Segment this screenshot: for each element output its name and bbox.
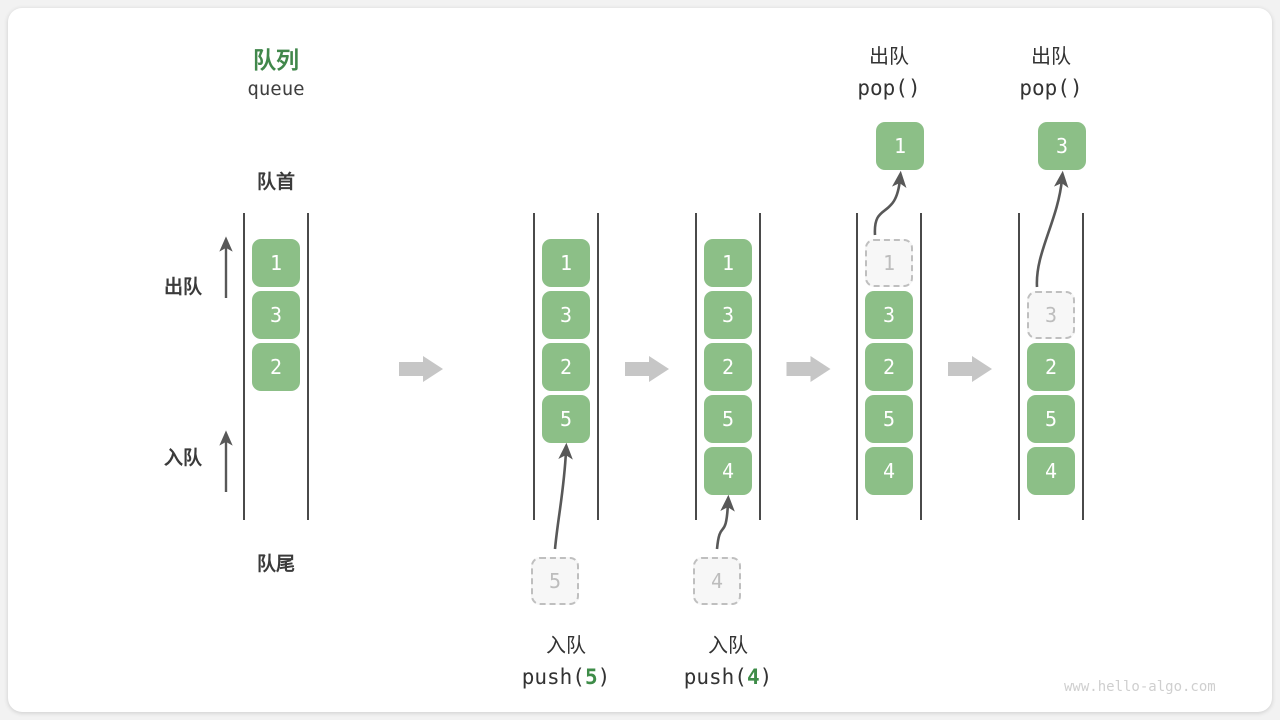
push-4-code-value: 4 <box>746 665 760 689</box>
queue-rail <box>597 213 599 520</box>
push-5-code-prefix: push( <box>521 665 585 689</box>
queue-cell: 5 <box>704 395 752 443</box>
queue-cell-ghost: 3 <box>1027 291 1075 339</box>
pop-arrow <box>1035 170 1069 288</box>
queue-rail <box>1082 213 1084 520</box>
queue-cell: 3 <box>252 291 300 339</box>
queue-cell: 5 <box>542 395 590 443</box>
queue-cell: 5 <box>1027 395 1075 443</box>
step-arrow-icon <box>948 356 992 382</box>
page-title-en: queue <box>247 78 305 100</box>
pop-1-caption-code: pop() <box>829 76 949 100</box>
queue-cell: 2 <box>704 343 752 391</box>
pop-3-code-prefix: pop( <box>1019 76 1070 100</box>
push-5-caption-code: push(5) <box>506 665 626 689</box>
queue-rail <box>533 213 535 520</box>
pop-arrow <box>873 170 907 236</box>
pop-3-caption-code: pop() <box>991 76 1111 100</box>
push-4-caption-cn: 入队 <box>708 635 748 657</box>
step-arrow-icon <box>786 356 831 382</box>
queue-cell: 2 <box>865 343 913 391</box>
dequeue-side-label: 出队 <box>163 277 202 298</box>
front-label: 队首 <box>256 172 295 193</box>
push-5-code-suffix: ) <box>597 665 611 689</box>
queue-cell: 1 <box>704 239 752 287</box>
push-5-code-value: 5 <box>584 665 598 689</box>
push-arrow <box>715 494 735 550</box>
arrow-layer <box>219 170 1069 550</box>
back-label: 队尾 <box>256 554 295 575</box>
queue-cell: 1 <box>252 239 300 287</box>
pop-1-code-prefix: pop( <box>857 76 908 100</box>
queue-cell: 3 <box>542 291 590 339</box>
queue-cell: 2 <box>542 343 590 391</box>
step-arrow-icon <box>399 356 443 382</box>
queue-rail <box>307 213 309 520</box>
push-4-caption-code: push(4) <box>668 665 788 689</box>
push-4-code-prefix: push( <box>683 665 747 689</box>
pop-1-code-suffix: ) <box>907 76 921 100</box>
pop-3-caption-cn: 出队 <box>1031 46 1071 68</box>
queue-cell: 4 <box>704 447 752 495</box>
queue-cell: 3 <box>865 291 913 339</box>
pop-1-caption-cn: 出队 <box>869 46 909 68</box>
queue-cell: 4 <box>1027 447 1075 495</box>
popped-cell: 1 <box>876 122 924 170</box>
page-title-cn: 队列 <box>253 47 299 73</box>
enqueue-side-label: 入队 <box>163 448 202 469</box>
pop-3-code-suffix: ) <box>1069 76 1083 100</box>
diagram-card: 队列 queue 队首 队尾 出队 入队 出队 pop() 出队 pop() 入… <box>8 8 1272 712</box>
queue-cell: 3 <box>704 291 752 339</box>
queue-rail <box>920 213 922 520</box>
queue-cell: 2 <box>252 343 300 391</box>
queue-cell: 1 <box>542 239 590 287</box>
push-4-code-suffix: ) <box>759 665 773 689</box>
queue-rail <box>695 213 697 520</box>
queue-cell: 4 <box>865 447 913 495</box>
queue-rail <box>856 213 858 520</box>
queue-rail <box>759 213 761 520</box>
queue-cell: 5 <box>865 395 913 443</box>
push-source-cell: 4 <box>693 557 741 605</box>
push-arrow <box>553 442 573 550</box>
step-arrow-icon <box>625 356 669 382</box>
push-source-cell: 5 <box>531 557 579 605</box>
queue-rail <box>1018 213 1020 520</box>
watermark: www.hello-algo.com <box>1064 679 1216 695</box>
popped-cell: 3 <box>1038 122 1086 170</box>
queue-rail <box>243 213 245 520</box>
queue-cell-ghost: 1 <box>865 239 913 287</box>
push-5-caption-cn: 入队 <box>546 635 586 657</box>
queue-cell: 2 <box>1027 343 1075 391</box>
